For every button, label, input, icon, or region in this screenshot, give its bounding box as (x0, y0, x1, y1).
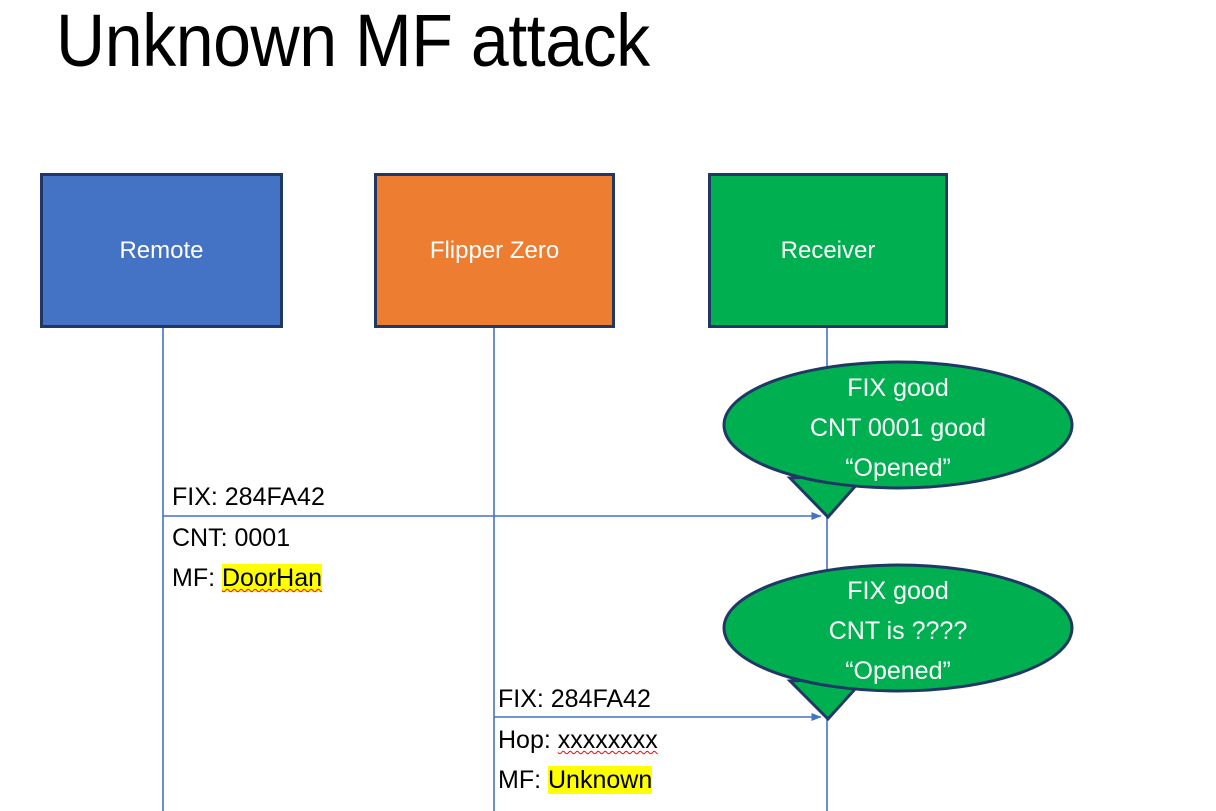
actor-label-flipper: Flipper Zero (429, 236, 560, 264)
message-2-fix: FIX: 284FA42 (498, 685, 651, 713)
callout-ellipse-1 (722, 360, 1074, 490)
message-1-mf-prefix: MF: (172, 564, 222, 592)
callout-bubble-1 (722, 360, 1074, 520)
actor-box-remote[interactable]: Remote (40, 173, 283, 328)
message-1-mf-value: DoorHan (222, 564, 323, 592)
actor-box-receiver[interactable]: Receiver (708, 173, 948, 328)
message-2-mf-prefix: MF: (498, 766, 548, 794)
message-1-fix: FIX: 284FA42 (172, 483, 325, 511)
message-2-mf: MF: Unknown (498, 760, 658, 800)
callout-ellipse-2 (722, 563, 1074, 693)
actor-box-flipper[interactable]: Flipper Zero (374, 173, 615, 328)
message-1-cnt: CNT: 0001 (172, 524, 291, 552)
message-2-hop: Hop: xxxxxxxx (498, 720, 658, 760)
page-title: Unknown MF attack (56, 0, 650, 82)
message-2-label-below: Hop: xxxxxxxx MF: Unknown (498, 720, 658, 800)
message-2-mf-value: Unknown (548, 766, 653, 794)
message-1-label-above: FIX: 284FA42 (172, 477, 325, 517)
actor-label-receiver: Receiver (780, 236, 876, 264)
message-1-mf: MF: DoorHan (172, 558, 323, 598)
message-2-label-above: FIX: 284FA42 (498, 679, 651, 719)
callout-bubble-2 (722, 563, 1074, 722)
actor-label-remote: Remote (119, 236, 204, 264)
message-2-hop-value: xxxxxxxx (557, 726, 658, 754)
message-1-label-below: CNT: 0001 MF: DoorHan (172, 518, 323, 598)
message-2-hop-prefix: Hop: (498, 726, 558, 754)
